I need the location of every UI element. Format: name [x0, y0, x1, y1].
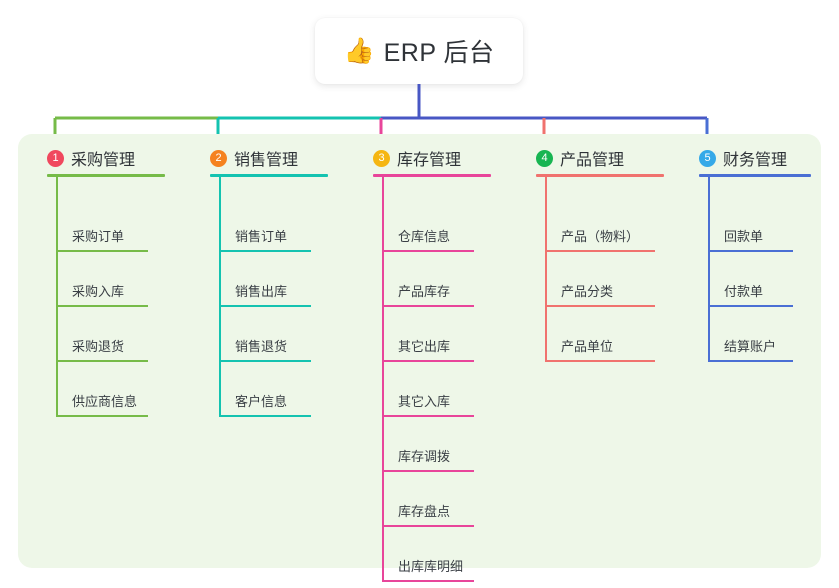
leaf-item[interactable]: 销售出库 — [219, 252, 311, 307]
column-badge-3: 3 — [373, 149, 390, 167]
column-spine-4 — [545, 175, 547, 362]
leaf-item-underline — [708, 360, 793, 362]
leaf-item[interactable]: 库存盘点 — [382, 472, 474, 527]
leaf-item-underline — [545, 305, 655, 307]
leaf-item-label: 出库库明细 — [398, 559, 464, 574]
column-title-4: 产品管理 — [560, 152, 625, 169]
leaf-item-underline — [545, 360, 655, 362]
column-underline-2 — [210, 174, 328, 177]
leaf-item-label: 库存盘点 — [398, 504, 451, 519]
leaf-item[interactable]: 销售退货 — [219, 307, 311, 362]
leaf-item-underline — [382, 580, 474, 582]
thumbs-up-icon: 👍 — [343, 36, 375, 65]
leaf-item-label: 销售出库 — [235, 284, 288, 299]
leaf-item-label: 销售退货 — [235, 339, 288, 354]
leaf-item-underline — [382, 250, 474, 252]
leaf-item[interactable]: 结算账户 — [708, 307, 793, 362]
column-underline-1 — [47, 174, 165, 177]
leaf-item-underline — [382, 305, 474, 307]
leaf-item-label: 库存调拨 — [398, 449, 451, 464]
leaf-item-underline — [56, 250, 148, 252]
leaf-item[interactable]: 采购订单 — [56, 197, 148, 252]
leaf-item[interactable]: 付款单 — [708, 252, 793, 307]
column-header-2[interactable]: 2 销售管理 — [210, 146, 298, 170]
leaf-item-underline — [708, 250, 793, 252]
leaf-item[interactable]: 产品单位 — [545, 307, 655, 362]
column-header-5[interactable]: 5 财务管理 — [699, 146, 787, 170]
column-underline-4 — [536, 174, 664, 177]
column-title-2: 销售管理 — [234, 152, 299, 169]
leaf-item-label: 采购入库 — [72, 284, 125, 299]
leaf-item-label: 仓库信息 — [398, 229, 451, 244]
leaf-item-label: 客户信息 — [235, 394, 288, 409]
column-underline-5 — [699, 174, 811, 177]
column-underline-3 — [373, 174, 491, 177]
leaf-item-label: 供应商信息 — [72, 394, 138, 409]
root-node-card[interactable]: 👍 ERP 后台 — [315, 18, 523, 84]
column-title-5: 财务管理 — [723, 152, 788, 169]
column-header-1[interactable]: 1 采购管理 — [47, 146, 135, 170]
column-header-3[interactable]: 3 库存管理 — [373, 146, 461, 170]
leaf-item[interactable]: 采购退货 — [56, 307, 148, 362]
leaf-item-label: 回款单 — [724, 229, 764, 244]
leaf-item-label: 付款单 — [724, 284, 764, 299]
leaf-item-label: 产品单位 — [561, 339, 614, 354]
leaf-item-label: 产品库存 — [398, 284, 451, 299]
leaf-item-underline — [708, 305, 793, 307]
leaf-item-label: 产品（物料） — [561, 229, 640, 244]
column-spine-5 — [708, 175, 710, 362]
column-spine-2 — [219, 175, 221, 417]
leaf-item-underline — [219, 360, 311, 362]
leaf-item-label: 销售订单 — [235, 229, 288, 244]
root-node-content: 👍 ERP 后台 — [343, 33, 494, 69]
leaf-item-label: 采购订单 — [72, 229, 125, 244]
leaf-item-underline — [56, 305, 148, 307]
leaf-item[interactable]: 其它出库 — [382, 307, 474, 362]
leaf-item[interactable]: 产品库存 — [382, 252, 474, 307]
leaf-item[interactable]: 产品（物料） — [545, 197, 655, 252]
leaf-item-underline — [219, 305, 311, 307]
leaf-item[interactable]: 供应商信息 — [56, 362, 148, 417]
column-title-1: 采购管理 — [71, 152, 136, 169]
leaf-item-underline — [382, 525, 474, 527]
leaf-item[interactable]: 其它入库 — [382, 362, 474, 417]
leaf-item-underline — [219, 250, 311, 252]
leaf-item-label: 采购退货 — [72, 339, 125, 354]
column-spine-1 — [56, 175, 58, 417]
column-spine-3 — [382, 175, 384, 582]
column-badge-2: 2 — [210, 149, 227, 167]
column-badge-4: 4 — [536, 149, 553, 167]
column-badge-5: 5 — [699, 149, 716, 167]
leaf-item[interactable]: 出库库明细 — [382, 527, 474, 582]
mindmap-panel: 1 采购管理采购订单采购入库采购退货供应商信息 2 销售管理销售订单销售出库销售退货客… — [18, 134, 821, 582]
leaf-item-underline — [219, 415, 311, 417]
column-badge-1: 1 — [47, 149, 64, 167]
leaf-item[interactable]: 产品分类 — [545, 252, 655, 307]
leaf-item-underline — [382, 415, 474, 417]
leaf-item[interactable]: 销售订单 — [219, 197, 311, 252]
leaf-item-label: 其它出库 — [398, 339, 451, 354]
leaf-item-label: 产品分类 — [561, 284, 614, 299]
leaf-item[interactable]: 库存调拨 — [382, 417, 474, 472]
leaf-item-underline — [56, 415, 148, 417]
leaf-item-underline — [56, 360, 148, 362]
leaf-item[interactable]: 采购入库 — [56, 252, 148, 307]
leaf-item-underline — [382, 470, 474, 472]
leaf-item[interactable]: 客户信息 — [219, 362, 311, 417]
leaf-item[interactable]: 仓库信息 — [382, 197, 474, 252]
root-node-title: ERP 后台 — [383, 39, 495, 67]
leaf-item[interactable]: 回款单 — [708, 197, 793, 252]
leaf-item-underline — [545, 250, 655, 252]
leaf-item-underline — [382, 360, 474, 362]
column-header-4[interactable]: 4 产品管理 — [536, 146, 624, 170]
leaf-item-label: 其它入库 — [398, 394, 451, 409]
column-title-3: 库存管理 — [397, 152, 462, 169]
leaf-item-label: 结算账户 — [724, 339, 777, 354]
